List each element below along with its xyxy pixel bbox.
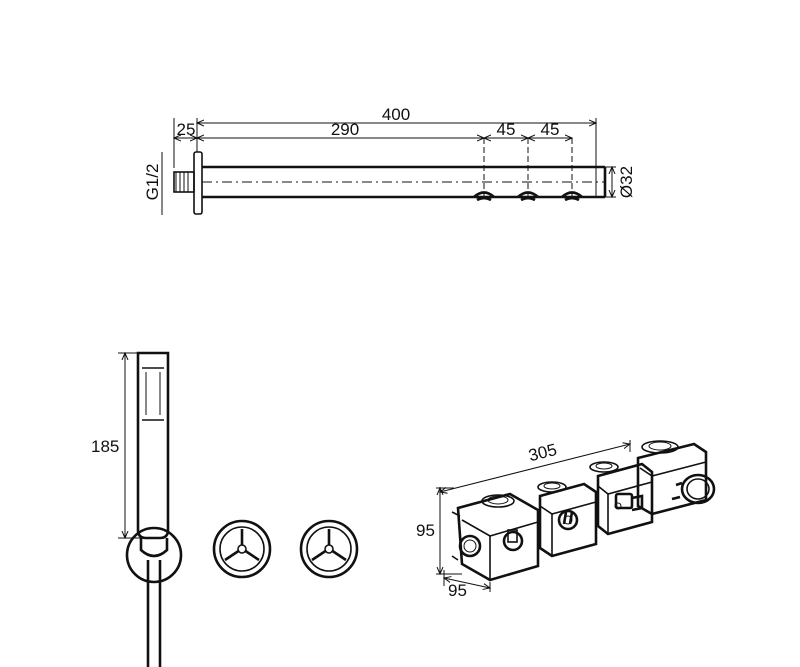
dim-flange-label: 25 bbox=[177, 120, 196, 139]
dim-box-depth-label: 95 bbox=[448, 581, 467, 600]
valve-box-drawing: 305 95 95 bbox=[416, 440, 716, 600]
shower-arm-drawing: 400 25 290 45 45 G1/2 Ø32 bbox=[143, 105, 636, 215]
dim-thread-label: G1/2 bbox=[143, 164, 162, 201]
dim-gap-2-label: 45 bbox=[541, 120, 560, 139]
hand-shower-holder bbox=[125, 526, 183, 584]
dim-box-height-label: 95 bbox=[416, 521, 435, 540]
valve-handle-left bbox=[212, 519, 272, 579]
dim-line-box-depth bbox=[444, 578, 490, 588]
dim-gap-1-label: 45 bbox=[497, 120, 516, 139]
dim-line-box-length bbox=[440, 444, 630, 492]
valve-module-1 bbox=[451, 492, 540, 582]
valve-module-4 bbox=[636, 440, 716, 516]
wall-flange bbox=[193, 151, 203, 215]
dim-arm-label: 290 bbox=[331, 120, 359, 139]
dim-hand-shower-height-label: 185 bbox=[91, 437, 119, 456]
hand-shower-drawing: 185 bbox=[91, 351, 183, 667]
dim-diameter-label: Ø32 bbox=[617, 166, 636, 198]
dim-box-length-label: 305 bbox=[527, 440, 559, 465]
valve-handle-right bbox=[299, 519, 359, 579]
dim-total-label: 400 bbox=[382, 105, 410, 124]
valve-module-2 bbox=[537, 481, 598, 558]
valve-module-3 bbox=[589, 461, 654, 536]
hand-shower-handle bbox=[136, 351, 170, 540]
